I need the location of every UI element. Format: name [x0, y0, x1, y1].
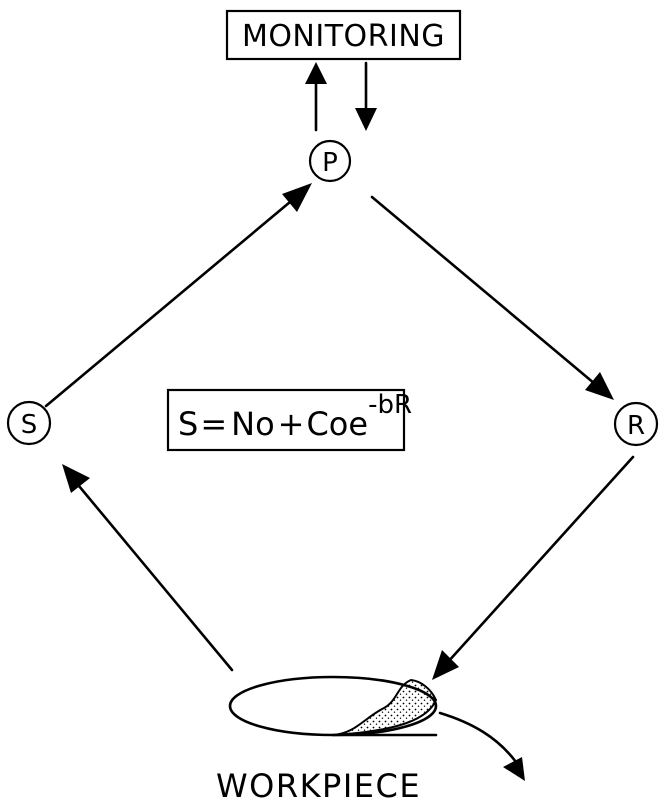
monitoring-label: MONITORING — [242, 19, 445, 54]
equation-plus: + — [278, 405, 305, 443]
node-r-label: R — [627, 411, 645, 441]
workpiece-worn-region — [332, 678, 438, 736]
node-s: S — [6, 400, 52, 446]
node-r: R — [613, 401, 659, 447]
workpiece-label: WORKPIECE — [216, 767, 421, 804]
equation-lhs: S — [178, 405, 198, 443]
equation-term1: No — [231, 405, 275, 443]
equation-text: S=No+Coe-bR — [178, 390, 412, 443]
equation-equals: = — [200, 405, 227, 443]
node-p: P — [308, 139, 352, 183]
equation-exponent: -bR — [368, 390, 412, 420]
arrow-p-to-r — [370, 195, 614, 400]
workpiece — [228, 675, 438, 737]
arrow-r-to-workpiece — [432, 455, 635, 680]
monitoring-box: MONITORING — [225, 9, 462, 61]
arrow-workpiece-output — [438, 711, 525, 781]
node-p-label: P — [322, 148, 338, 178]
equation-box: S=No+Coe-bR — [166, 388, 412, 452]
arrow-monitoring-to-p — [355, 61, 377, 131]
arrow-workpiece-to-s — [62, 464, 234, 672]
arrow-s-to-p — [44, 183, 312, 408]
node-s-label: S — [21, 410, 38, 440]
arrow-p-to-monitoring — [305, 62, 327, 132]
equation-term2: Coe — [306, 405, 368, 443]
